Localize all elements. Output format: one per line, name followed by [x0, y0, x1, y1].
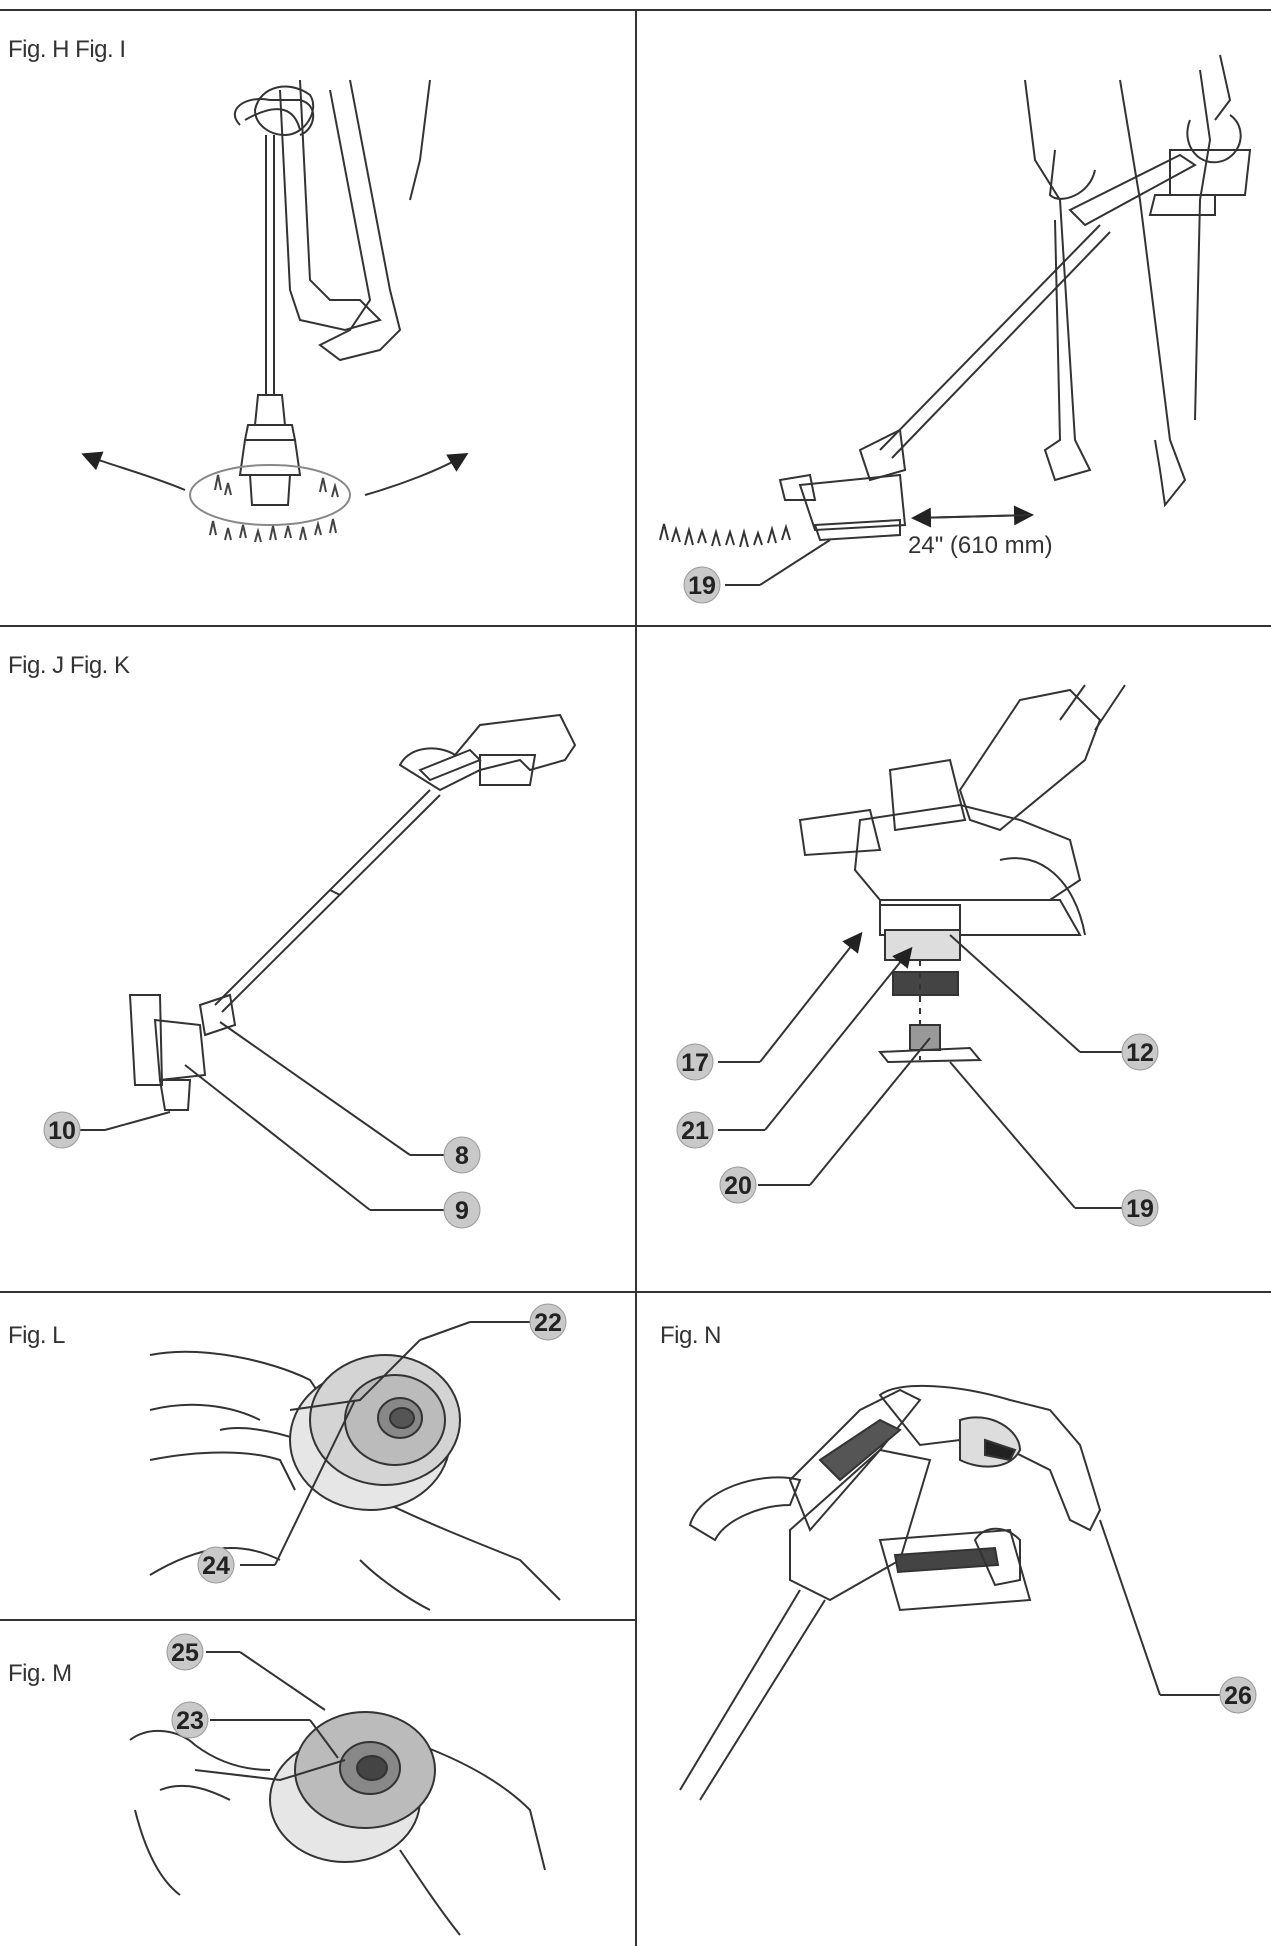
fig-n-illustration	[679, 1384, 1220, 1801]
callout-23: 23	[171, 1701, 209, 1739]
page-frame	[0, 9, 1271, 1946]
callout-9: 9	[443, 1191, 481, 1229]
callout-number: 19	[688, 572, 716, 600]
callout-number: 20	[724, 1172, 752, 1200]
callout-number: 26	[1224, 1682, 1252, 1710]
callout-number: 12	[1126, 1039, 1154, 1067]
fig-h-i-label: Fig. H Fig. I	[8, 36, 126, 63]
callout-number: 21	[681, 1117, 709, 1145]
callout-number: 8	[455, 1142, 469, 1170]
callout-8: 8	[443, 1136, 481, 1174]
callout-19-fig-i: 19	[683, 566, 721, 604]
fig-n-label: Fig. N	[660, 1322, 722, 1349]
callout-20: 20	[719, 1166, 757, 1204]
callout-number: 19	[1126, 1195, 1154, 1223]
fig-l-illustration	[149, 1321, 561, 1611]
callout-number: 23	[176, 1707, 204, 1735]
callout-10: 10	[43, 1111, 81, 1149]
callout-number: 10	[48, 1117, 76, 1145]
fig-j-k-label: Fig. J Fig. K	[8, 652, 130, 679]
fig-j-illustration	[80, 713, 577, 1211]
callout-24: 24	[197, 1546, 235, 1584]
callout-22: 22	[529, 1303, 567, 1341]
fig-h-illustration	[81, 79, 469, 543]
distance-dimension: 24" (610 mm)	[908, 532, 1053, 559]
fig-m-illustration	[129, 1651, 546, 1936]
callout-17: 17	[676, 1043, 714, 1081]
fig-i-illustration	[659, 54, 1252, 586]
callout-25: 25	[166, 1633, 204, 1671]
callout-number: 17	[681, 1049, 709, 1077]
fig-l-label: Fig. L	[8, 1322, 66, 1349]
callout-number: 24	[202, 1552, 230, 1580]
callout-number: 9	[455, 1197, 469, 1225]
fig-m-label: Fig. M	[8, 1660, 72, 1687]
fig-k-illustration	[718, 684, 1126, 1209]
callout-12: 12	[1121, 1033, 1159, 1071]
callout-26: 26	[1219, 1676, 1257, 1714]
callout-number: 22	[534, 1309, 562, 1337]
callout-number: 25	[171, 1639, 199, 1667]
callout-19-fig-k: 19	[1121, 1189, 1159, 1227]
callout-21: 21	[676, 1111, 714, 1149]
